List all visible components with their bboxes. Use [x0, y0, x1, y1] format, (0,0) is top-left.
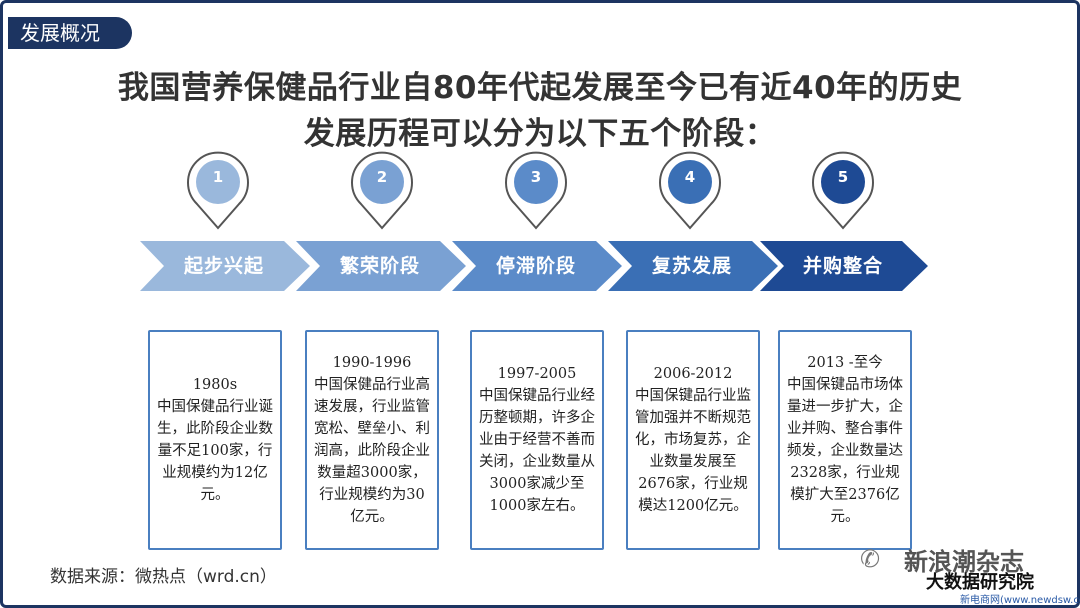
- stage-description: 中国保键品市场体量进一步扩大，企业并购、整合事件频发，企业数量达2328家，行业…: [787, 377, 903, 525]
- stage-chevron-3: 停滞阶段: [452, 241, 622, 291]
- chevron-arrow-icon: [608, 241, 778, 291]
- stage-description: 中国保健品行业诞生，此阶段企业数量不足100家，行业规模约为12亿元。: [157, 399, 273, 503]
- headline-line-1: 我国营养保健品行业自80年代起发展至今已有近40年的历史: [117, 70, 963, 106]
- stage-pin-number: 3: [530, 168, 542, 186]
- stage-pin-3: 3: [501, 150, 581, 230]
- stage-name: 并购整合: [802, 255, 883, 277]
- section-tag: 发展概况: [8, 17, 132, 49]
- stage-box-5: 2013 -至今 中国保键品市场体量进一步扩大，企业并购、整合事件频发，企业数量…: [778, 330, 912, 550]
- stage-box-2: 1990-1996 中国保健品行业高速发展，行业监管宽松、壁垒小、利润高，此阶段…: [305, 330, 439, 550]
- stage-box-4: 2006-2012 中国保键品行业监管加强并不断规范化，市场复苏，企业数量发展至…: [626, 330, 760, 550]
- wechat-icon: ✆: [860, 545, 881, 573]
- stage-pin-number: 4: [684, 168, 696, 186]
- chevron-arrow-icon: [140, 241, 310, 291]
- stage-description: 中国保键品行业监管加强并不断规范化，市场复苏，企业数量发展至2676家，行业规模…: [635, 388, 751, 514]
- map-pin-icon: [351, 151, 413, 230]
- stage-description: 中国保键品行业经历整顿期，许多企业由于经营不善而关闭，企业数量从3000家减少至…: [479, 388, 595, 514]
- watermark-url: 新电商网(www.newdsw.com): [960, 595, 1080, 606]
- stage-description-boxes: 1980s 中国保健品行业诞生，此阶段企业数量不足100家，行业规模约为12亿元…: [0, 330, 1080, 550]
- stage-box-1: 1980s 中国保健品行业诞生，此阶段企业数量不足100家，行业规模约为12亿元…: [148, 330, 282, 550]
- stage-pin-5: 5: [808, 150, 888, 230]
- stage-period: 2013 -至今: [807, 355, 883, 371]
- stage-chevron-bar: 起步兴起 繁荣阶段 停滞阶段 复苏发展 并购整合: [0, 241, 1080, 291]
- stage-pin-1: 1: [183, 150, 263, 230]
- stage-period: 2006-2012: [653, 366, 733, 382]
- stage-pin-number: 2: [376, 168, 388, 186]
- stage-chevron-4: 复苏发展: [608, 241, 778, 291]
- stage-period: 1980s: [192, 377, 238, 393]
- stage-pin-number: 5: [837, 168, 849, 186]
- stage-pin-2: 2: [347, 150, 427, 230]
- headline-line-2: 发展历程可以分为以下五个阶段：: [303, 116, 777, 152]
- watermark-line-1: 新浪潮杂志: [904, 548, 1024, 576]
- stage-pins: 1 2 3 4 5: [0, 150, 1080, 230]
- chevron-arrow-icon: [296, 241, 466, 291]
- stage-box-3: 1997-2005 中国保键品行业经历整顿期，许多企业由于经营不善而关闭，企业数…: [470, 330, 604, 550]
- watermark: ✆ 新浪潮杂志 大数据研究院 新电商网(www.newdsw.com): [860, 540, 1080, 606]
- stage-name: 复苏发展: [651, 255, 732, 277]
- stage-name: 起步兴起: [183, 255, 264, 277]
- map-pin-icon: [187, 151, 249, 230]
- stage-pin-4: 4: [655, 150, 735, 230]
- data-source-note: 数据来源：微热点（wrd.cn）: [50, 567, 277, 587]
- stage-chevron-1: 起步兴起: [140, 241, 310, 291]
- stage-description: 中国保健品行业高速发展，行业监管宽松、壁垒小、利润高，此阶段企业数量超3000家…: [314, 377, 430, 525]
- stage-period: 1990-1996: [332, 355, 412, 371]
- stage-name: 繁荣阶段: [339, 255, 420, 277]
- watermark-line-2: 大数据研究院: [926, 572, 1034, 593]
- stage-chevron-2: 繁荣阶段: [296, 241, 466, 291]
- map-pin-icon: [812, 151, 874, 230]
- map-pin-icon: [505, 151, 567, 230]
- stage-pin-number: 1: [212, 168, 224, 186]
- chevron-arrow-icon: [760, 241, 928, 291]
- stage-chevron-5: 并购整合: [760, 241, 928, 291]
- map-pin-icon: [659, 151, 721, 230]
- stage-period: 1997-2005: [497, 366, 577, 382]
- stage-name: 停滞阶段: [495, 255, 576, 277]
- chevron-arrow-icon: [452, 241, 622, 291]
